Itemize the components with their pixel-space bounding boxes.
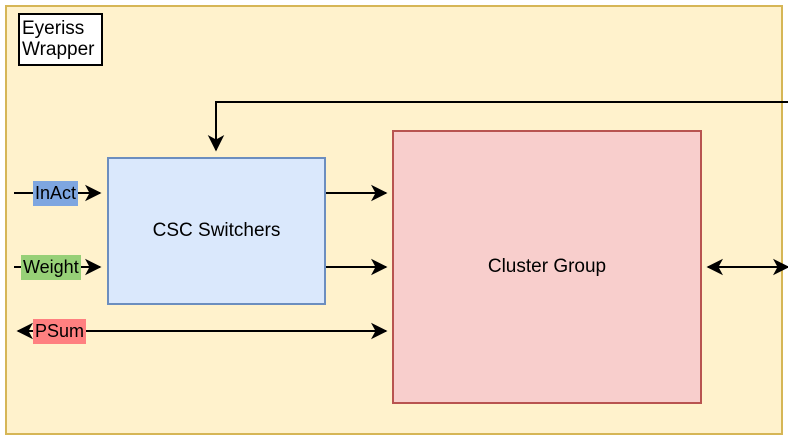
diagram-title-line-1: Eyeriss — [22, 17, 85, 39]
node-csc-switchers-label: CSC Switchers — [152, 220, 281, 241]
edge-label-inact: InAct — [33, 181, 79, 206]
diagram-title-box: Eyeriss Wrapper — [18, 13, 103, 66]
diagram-title-line-2: Wrapper — [22, 38, 95, 60]
edge-label-psum: PSum — [33, 319, 87, 344]
node-cluster-group[interactable]: Cluster Group — [392, 130, 702, 404]
node-cluster-group-label: Cluster Group — [487, 256, 607, 277]
node-csc-switchers[interactable]: CSC Switchers — [107, 157, 326, 305]
edge-label-weight: Weight — [21, 255, 81, 280]
